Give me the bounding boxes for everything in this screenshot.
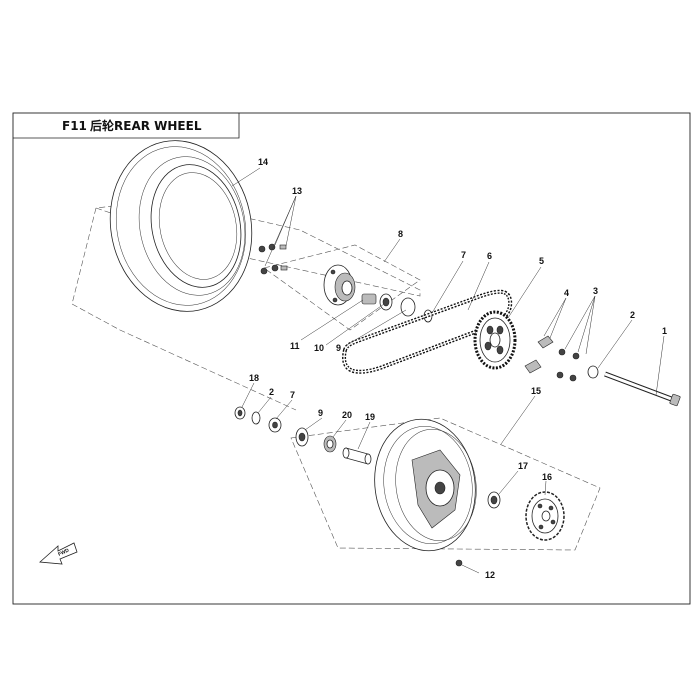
callout-16: 16 bbox=[542, 472, 552, 482]
callout-4: 4 bbox=[564, 288, 569, 298]
callout-12: 12 bbox=[485, 570, 495, 580]
axle-nut bbox=[455, 559, 463, 567]
title-box: F11 后轮REAR WHEEL bbox=[13, 113, 240, 139]
title-name: 后轮REAR WHEEL bbox=[90, 118, 202, 133]
forward-label: FWD bbox=[57, 547, 70, 557]
callout-7: 7 bbox=[461, 250, 466, 260]
callout-20: 20 bbox=[342, 410, 352, 420]
callout-9-lower: 9 bbox=[318, 408, 323, 418]
callout-11: 11 bbox=[290, 341, 300, 351]
tire bbox=[109, 140, 253, 312]
callouts: 1 2 3 4 5 6 7 8 9 10 11 12 13 14 15 16 1… bbox=[249, 157, 667, 580]
disc-side-bearing bbox=[487, 491, 501, 509]
callout-2-lower: 2 bbox=[269, 387, 274, 397]
rear-sprocket bbox=[473, 310, 517, 370]
sprocket-nuts bbox=[556, 348, 580, 382]
wheel-rim bbox=[374, 418, 477, 552]
axle-spacer-tube bbox=[342, 447, 372, 465]
callout-6: 6 bbox=[487, 251, 492, 261]
drive-chain bbox=[342, 289, 513, 374]
brake-disc bbox=[525, 491, 565, 541]
hub-nuts bbox=[258, 243, 288, 275]
rear-axle bbox=[604, 371, 681, 407]
callout-14: 14 bbox=[258, 157, 268, 167]
callout-8: 8 bbox=[398, 229, 403, 239]
sprocket-carrier bbox=[323, 264, 356, 306]
forward-direction-arrow: FWD bbox=[39, 542, 78, 565]
title-code: F11 bbox=[62, 119, 87, 133]
callout-19: 19 bbox=[365, 412, 375, 422]
callout-1: 1 bbox=[662, 326, 667, 336]
callout-13: 13 bbox=[292, 186, 302, 196]
carrier-bearings bbox=[361, 293, 433, 323]
axle-washer bbox=[587, 365, 599, 379]
left-side-spacers bbox=[234, 406, 282, 433]
lock-plates bbox=[524, 335, 554, 374]
callout-17: 17 bbox=[518, 461, 528, 471]
diagram-frame bbox=[12, 112, 691, 605]
callout-7-lower: 7 bbox=[290, 390, 295, 400]
callout-5: 5 bbox=[539, 256, 544, 266]
callout-10: 10 bbox=[314, 343, 324, 353]
callout-3: 3 bbox=[593, 286, 598, 296]
wheel-bearings bbox=[295, 427, 337, 453]
callout-9: 9 bbox=[336, 343, 341, 353]
callout-18: 18 bbox=[249, 373, 259, 383]
leader-lines bbox=[231, 167, 665, 574]
callout-2: 2 bbox=[630, 310, 635, 320]
callout-15: 15 bbox=[531, 386, 541, 396]
